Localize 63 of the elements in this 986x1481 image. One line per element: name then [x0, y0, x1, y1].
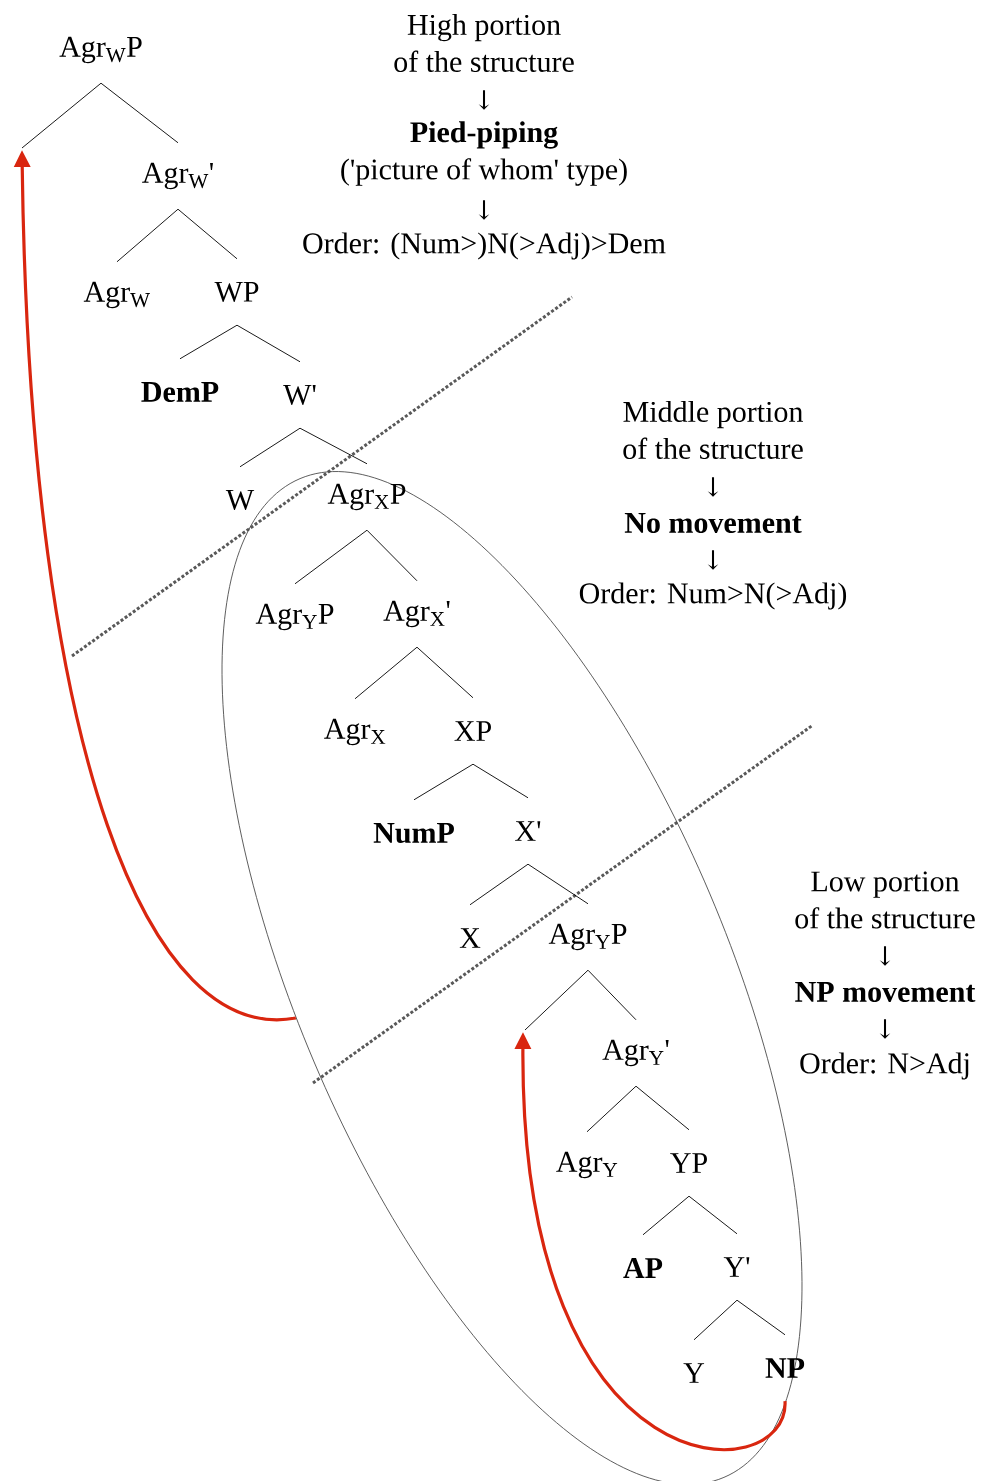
tree-label: Y' [723, 1257, 750, 1277]
tree-label: Agr$_{W}$P [59, 36, 142, 64]
tree-label: AP [623, 1258, 663, 1278]
tree-branch [366, 529, 418, 582]
tree-label: Agr$_{W}$' [142, 162, 213, 190]
tree-branch [527, 863, 589, 905]
tree-label: Agr$_{W}$ [83, 281, 150, 309]
tree-branch [693, 1299, 738, 1341]
tree-branch [416, 646, 474, 699]
tree-branch [100, 82, 179, 144]
tree-branch [239, 427, 301, 468]
tree-label: W [225, 489, 255, 511]
tree-label: XP [454, 721, 491, 741]
down-arrow-symbol: ↓ [879, 946, 891, 966]
movement-heading: Pied-piping [410, 121, 558, 149]
down-arrow-symbol: ↓ [879, 1019, 891, 1039]
tree-branch [354, 646, 418, 700]
tree-branch [299, 427, 368, 465]
tree-label: Y [683, 1363, 705, 1383]
tree-label: Agr$_{Y}$' [602, 1039, 669, 1067]
tree-label: NP [765, 1358, 805, 1378]
tree-label: Agr$_{Y}$P [548, 923, 627, 951]
tree-label: DemP [141, 382, 219, 402]
tree-branch [524, 969, 589, 1031]
tree-branch [469, 863, 529, 906]
annotation-text: Order: Num>N(>Adj) [579, 582, 847, 610]
tree-branch [635, 1085, 690, 1131]
tree-label: NumP [373, 823, 454, 843]
down-arrow-symbol: ↓ [478, 200, 490, 220]
tree-branch [586, 1085, 637, 1133]
annotation-text: Order: (Num>)N(>Adj)>Dem [303, 232, 666, 260]
tree-label: WP [214, 281, 259, 303]
down-arrow-symbol: ↓ [707, 477, 719, 497]
movement-heading: No movement [624, 513, 802, 533]
tree-branch [472, 763, 529, 799]
annotation-text: ('picture of whom' type) [341, 158, 627, 186]
tree-label: Agr$_{X}$' [383, 600, 450, 628]
down-arrow-symbol: ↓ [478, 90, 490, 110]
annotation-text: Low portion of the structure [795, 871, 975, 929]
annotation-text: High portion of the structure [394, 13, 574, 73]
tree-branch [236, 324, 301, 363]
down-arrow-symbol: ↓ [707, 550, 719, 570]
tree-branch [736, 1299, 786, 1336]
tree-label: Agr$_{X}$P [327, 483, 406, 511]
annotation-text: Middle portion of the structure [623, 400, 803, 460]
tree-label: Agr$_{Y}$P [255, 603, 334, 631]
tree-branch [294, 529, 368, 585]
tree-branch [642, 1195, 690, 1236]
tree-branch [413, 763, 474, 801]
tree-branch [177, 208, 238, 260]
annotation-text: Order: N>Adj [800, 1052, 969, 1080]
tree-label: Agr$_{X}$ [324, 718, 386, 746]
tree-branch [21, 82, 102, 149]
tree-branch [179, 324, 238, 360]
tree-label: Agr$_{Y}$ [556, 1151, 618, 1179]
tree-label: W' [283, 384, 316, 406]
tree-label: YP [670, 1153, 707, 1173]
tree-branch [688, 1195, 738, 1235]
tree-label: X [459, 928, 481, 948]
movement-heading: NP movement [795, 982, 976, 1002]
tree-branch [587, 969, 637, 1021]
tree-branch [116, 208, 179, 263]
tree-label: X' [515, 821, 541, 841]
